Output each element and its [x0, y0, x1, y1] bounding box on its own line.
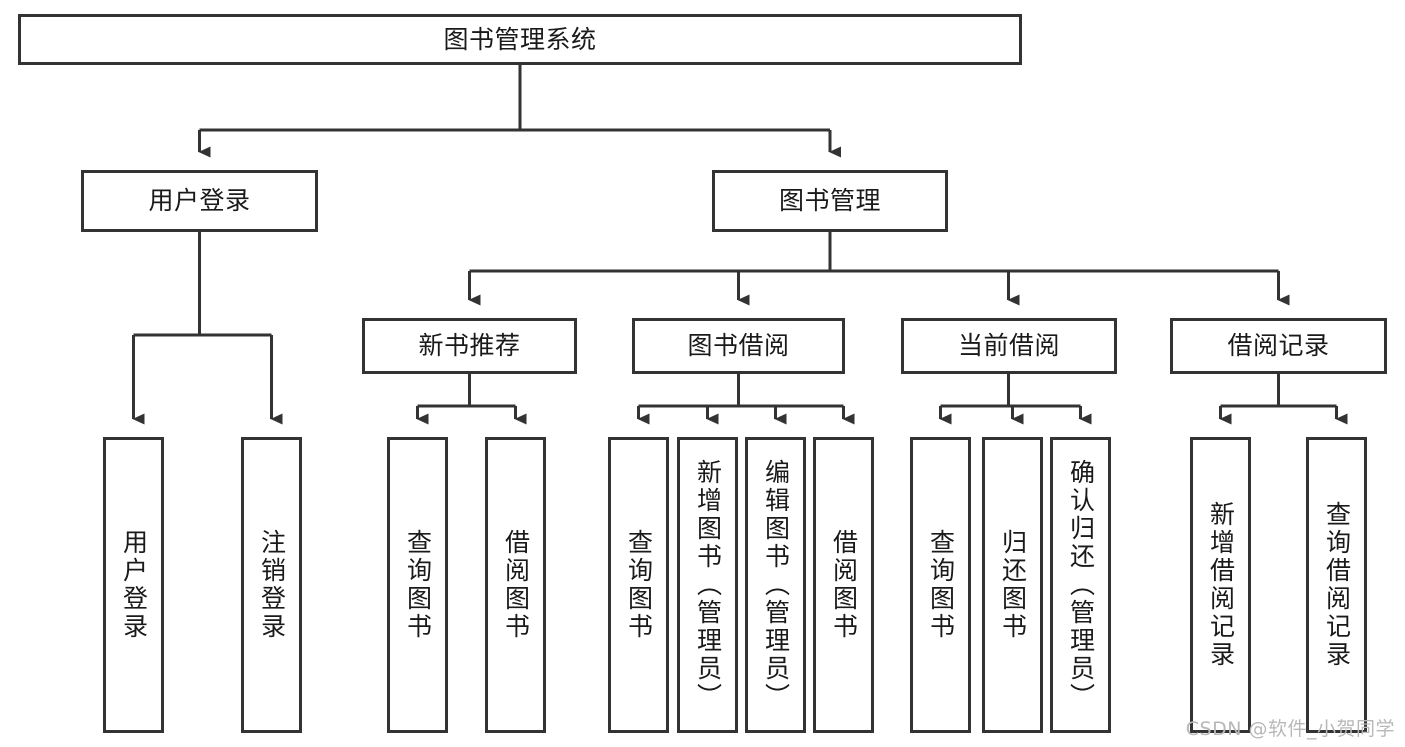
node-leaf-add-book[interactable]: 新增图书（管理员） [677, 437, 738, 733]
node-leaf-borrow-book-2[interactable]: 借阅图书 [813, 437, 874, 733]
node-leaf-query-record-label: 查询借阅记录 [1322, 501, 1352, 669]
node-leaf-user-login[interactable]: 用户登录 [103, 437, 164, 733]
node-leaf-query-book-3-label: 查询图书 [926, 529, 956, 641]
node-leaf-return-book[interactable]: 归还图书 [982, 437, 1043, 733]
node-leaf-user-logout-label: 注销登录 [257, 529, 287, 641]
node-new-book-recommend[interactable]: 新书推荐 [362, 318, 577, 374]
node-current-borrow-label: 当前借阅 [957, 331, 1060, 361]
node-leaf-query-book-2[interactable]: 查询图书 [608, 437, 669, 733]
node-leaf-confirm-return[interactable]: 确认归还（管理员） [1050, 437, 1111, 733]
node-leaf-query-book-1-label: 查询图书 [403, 529, 433, 641]
node-leaf-add-book-label: 新增图书（管理员） [693, 459, 723, 711]
node-book-manage-label: 图书管理 [778, 186, 881, 216]
node-leaf-borrow-book-2-label: 借阅图书 [829, 529, 859, 641]
node-leaf-query-record[interactable]: 查询借阅记录 [1306, 437, 1367, 733]
node-borrow-record-label: 借阅记录 [1227, 331, 1330, 361]
node-leaf-query-book-1[interactable]: 查询图书 [387, 437, 448, 733]
node-leaf-query-book-3[interactable]: 查询图书 [910, 437, 971, 733]
node-current-borrow[interactable]: 当前借阅 [901, 318, 1117, 374]
node-leaf-edit-book-label: 编辑图书（管理员） [761, 459, 791, 711]
node-book-borrow-label: 图书借阅 [687, 331, 790, 361]
node-new-book-recommend-label: 新书推荐 [418, 331, 521, 361]
node-leaf-user-logout[interactable]: 注销登录 [241, 437, 302, 733]
node-leaf-edit-book[interactable]: 编辑图书（管理员） [745, 437, 806, 733]
node-book-borrow[interactable]: 图书借阅 [632, 318, 845, 374]
node-leaf-confirm-return-label: 确认归还（管理员） [1066, 459, 1096, 711]
node-leaf-query-book-2-label: 查询图书 [624, 529, 654, 641]
node-root-label: 图书管理系统 [443, 24, 597, 54]
node-borrow-record[interactable]: 借阅记录 [1170, 318, 1387, 374]
node-leaf-borrow-book-1[interactable]: 借阅图书 [485, 437, 546, 733]
node-user-login[interactable]: 用户登录 [81, 170, 318, 232]
node-user-login-label: 用户登录 [148, 186, 251, 216]
node-book-manage[interactable]: 图书管理 [712, 170, 948, 232]
node-root[interactable]: 图书管理系统 [18, 14, 1022, 65]
node-leaf-user-login-label: 用户登录 [119, 529, 149, 641]
node-leaf-return-book-label: 归还图书 [998, 529, 1028, 641]
node-leaf-borrow-book-1-label: 借阅图书 [501, 529, 531, 641]
node-leaf-add-record[interactable]: 新增借阅记录 [1190, 437, 1251, 733]
node-leaf-add-record-label: 新增借阅记录 [1206, 501, 1236, 669]
